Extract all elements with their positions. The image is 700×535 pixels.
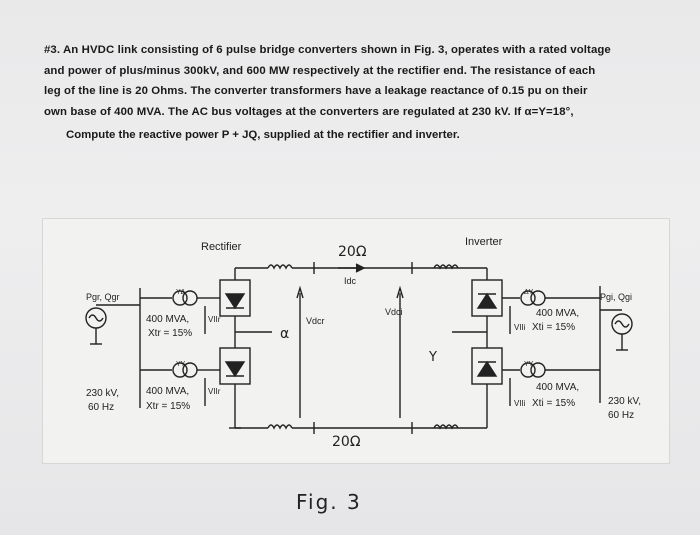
rect-bot-connection: YY [176, 361, 186, 368]
rect-top-xt: Xtr = 15% [148, 328, 192, 339]
problem-line-1: #3. An HVDC link consisting of 6 pulse b… [44, 44, 611, 56]
vdcr-label: Vdcr [306, 316, 325, 326]
inv-top-xt: Xti = 15% [532, 322, 575, 333]
problem-line-2: and power of plus/minus 300kV, and 600 M… [44, 64, 596, 77]
rect-top-mva: 400 MVA, [146, 314, 189, 325]
right-ac-hz: 60 Hz [608, 410, 634, 421]
inv-top-v: VIIi [514, 323, 526, 332]
inv-top-connection: ΔY [524, 289, 534, 296]
bottom-resistance-label: 20Ω [332, 434, 361, 450]
left-ac-kv: 230 kV, [86, 388, 119, 399]
inverter-label: Inverter [465, 236, 503, 248]
problem-statement: #3. An HVDC link consisting of 6 pulse b… [44, 40, 669, 122]
gamma-label: Y [428, 350, 437, 365]
rect-bot-v: VIIr [208, 387, 221, 396]
inv-bot-v: VIIi [514, 399, 526, 408]
right-ac-kv: 230 kV, [608, 396, 641, 407]
alpha-label: α [280, 326, 289, 342]
rect-bot-xt: Xtr = 15% [146, 401, 190, 412]
pgr-qgr-label: Pgr, Qgr [86, 292, 120, 302]
inv-bot-mva: 400 MVA, [536, 382, 579, 393]
problem-line-4: own base of 400 MVA. The AC bus voltages… [44, 105, 574, 118]
inv-bot-xt: Xti = 15% [532, 398, 575, 409]
figure-3: Rectifier Inverter 20Ω 20Ω Idc Vdcr Vdci… [42, 218, 670, 464]
vdci-label: Vdci [385, 307, 403, 317]
figure-caption: Fig. 3 [296, 490, 362, 514]
problem-line-3: leg of the line is 20 Ohms. The converte… [44, 85, 588, 97]
rect-top-v: VIIr [208, 315, 221, 324]
top-resistance-label: 20Ω [338, 244, 367, 260]
rect-bot-mva: 400 MVA, [146, 386, 189, 397]
pgi-qgi-label: Pgi, Qgi [600, 292, 632, 302]
inv-top-mva: 400 MVA, [536, 308, 579, 319]
idc-label: Idc [344, 276, 357, 286]
rect-top-connection: YΔ [176, 289, 186, 296]
problem-question: Compute the reactive power P + JQ, suppl… [66, 129, 460, 141]
inv-bot-connection: YY [524, 361, 534, 368]
hvdc-circuit-diagram: Rectifier Inverter 20Ω 20Ω Idc Vdcr Vdci… [85, 236, 641, 450]
rectifier-label: Rectifier [201, 241, 242, 253]
left-ac-hz: 60 Hz [88, 402, 114, 413]
